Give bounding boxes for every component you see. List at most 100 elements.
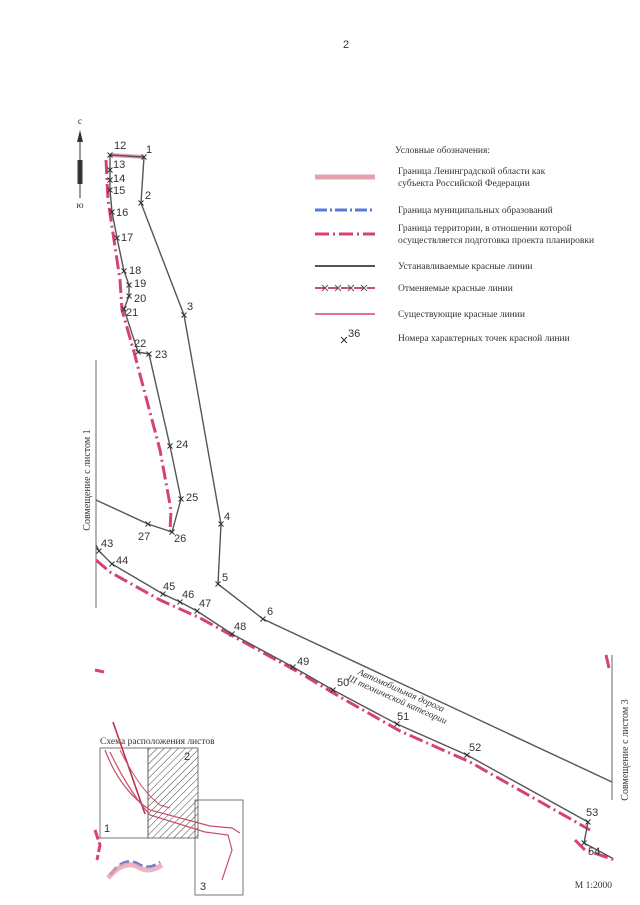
page-number: 2 xyxy=(343,39,349,51)
point-marker-icon xyxy=(121,306,127,312)
point-marker-icon xyxy=(167,443,173,449)
cross-mark-icon xyxy=(360,284,368,292)
north-arrow-icon xyxy=(77,130,83,198)
point-marker-icon xyxy=(290,664,296,670)
sheet-label-2: 2 xyxy=(184,751,190,763)
point-number: 45 xyxy=(163,581,175,593)
sheet-label-1: 1 xyxy=(104,823,110,835)
point-number: 48 xyxy=(234,621,246,633)
point-marker-icon xyxy=(107,187,113,193)
point-marker-icon xyxy=(585,819,591,825)
sheet-layout-scheme: Схема расположения листов 1 2 3 xyxy=(99,721,244,896)
point-marker-icon xyxy=(146,351,152,357)
legend-label-line2: субъекта Российской Федерации xyxy=(398,178,530,189)
point-marker-icon xyxy=(141,154,147,160)
point-marker-icon xyxy=(330,687,336,693)
point-marker-icon xyxy=(229,631,235,637)
point-marker-icon xyxy=(218,521,224,527)
point-number: 53 xyxy=(586,807,598,819)
legend-sample-number: 36 xyxy=(348,328,360,340)
point-number: 21 xyxy=(126,307,138,319)
point-number: 5 xyxy=(222,572,228,584)
scheme-title: Схема расположения листов xyxy=(100,737,215,747)
point-number: 26 xyxy=(174,533,186,545)
point-number: 23 xyxy=(155,349,167,361)
point-number: 46 xyxy=(182,589,194,601)
point-marker-icon xyxy=(169,529,175,535)
point-number: 4 xyxy=(224,511,230,523)
cross-mark-icon xyxy=(321,284,329,292)
point-marker-icon xyxy=(145,521,151,527)
point-marker-icon xyxy=(178,496,184,502)
point-marker-icon xyxy=(114,235,120,241)
point-marker-icon xyxy=(109,561,115,567)
legend-label: Номера характерных точек красной линии xyxy=(398,333,570,344)
legend-item: Отменяемые красные линии xyxy=(315,284,513,294)
point-marker-icon xyxy=(177,599,183,605)
point-marker-icon xyxy=(181,312,187,318)
legend-item: Устанавливаемые красные линии xyxy=(315,262,532,272)
point-number: 1 xyxy=(146,144,152,156)
point-number: 16 xyxy=(116,207,128,219)
point-number: 49 xyxy=(297,656,309,668)
legend-item: 36 Номера характерных точек красной линии xyxy=(340,328,570,344)
point-marker-icon xyxy=(109,209,115,215)
point-marker-icon xyxy=(581,840,587,846)
point-marker-icon xyxy=(215,581,221,587)
point-number: 50 xyxy=(337,677,349,689)
legend: Условные обозначения: Граница Ленинградс… xyxy=(315,145,594,344)
point-number: 54 xyxy=(588,846,600,858)
scale-label: М 1:2000 xyxy=(575,881,612,891)
legend-title: Условные обозначения: xyxy=(395,145,490,156)
point-number: 43 xyxy=(101,538,113,550)
cross-mark-icon xyxy=(334,284,342,292)
point-number: 19 xyxy=(134,278,146,290)
point-marker-icon xyxy=(107,177,113,183)
point-number: 44 xyxy=(116,555,128,567)
point-marker-icon xyxy=(121,268,127,274)
point-marker-icon xyxy=(126,282,132,288)
point-number: 6 xyxy=(267,606,273,618)
point-marker-icon xyxy=(394,721,400,727)
point-number: 18 xyxy=(129,265,141,277)
point-number: 3 xyxy=(187,301,193,313)
point-marker-icon xyxy=(160,591,166,597)
legend-label: Существующие красные линии xyxy=(398,310,525,320)
point-number: 17 xyxy=(121,232,133,244)
point-number: 47 xyxy=(199,598,211,610)
legend-label: Граница муниципальных образований xyxy=(398,205,553,216)
legend-label: Отменяемые красные линии xyxy=(398,284,513,294)
point-marker-icon xyxy=(107,152,113,158)
point-number: 2 xyxy=(145,190,151,202)
point-number: 51 xyxy=(397,711,409,723)
point-number: 22 xyxy=(134,338,146,350)
sheet-label-3: 3 xyxy=(200,881,206,893)
point-number: 27 xyxy=(138,531,150,543)
point-number: 15 xyxy=(113,185,125,197)
point-marker-icon xyxy=(107,167,113,173)
north-label: с xyxy=(78,117,82,127)
point-marker-icon xyxy=(138,200,144,206)
point-number: 24 xyxy=(176,439,188,451)
point-marker-icon xyxy=(126,293,132,299)
point-marker-icon xyxy=(96,548,102,554)
legend-item: Граница муниципальных образований xyxy=(315,205,553,216)
legend-label-line2: осуществляется подготовка проекта планир… xyxy=(398,236,594,246)
legend-item: Существующие красные линии xyxy=(315,310,525,320)
legend-label: Граница Ленинградской области как xyxy=(398,166,546,177)
point-number: 14 xyxy=(113,173,125,185)
point-marker-icon xyxy=(260,616,266,622)
legend-label: Граница территории, в отношении которой xyxy=(398,223,572,234)
legend-item: Граница территории, в отношении которой о… xyxy=(315,223,594,246)
point-marker-icon xyxy=(135,349,141,355)
point-marker-icon xyxy=(194,608,200,614)
legend-item: Граница Ленинградской области каксубъект… xyxy=(315,166,546,189)
point-number: 12 xyxy=(114,140,126,152)
point-number: 20 xyxy=(134,293,146,305)
point-number: 52 xyxy=(469,742,481,754)
combine-left-label: Совмещение с листом 1 xyxy=(82,429,93,530)
point-number: 13 xyxy=(113,159,125,171)
cross-mark-icon xyxy=(347,284,355,292)
point-marker-icon xyxy=(340,336,348,344)
